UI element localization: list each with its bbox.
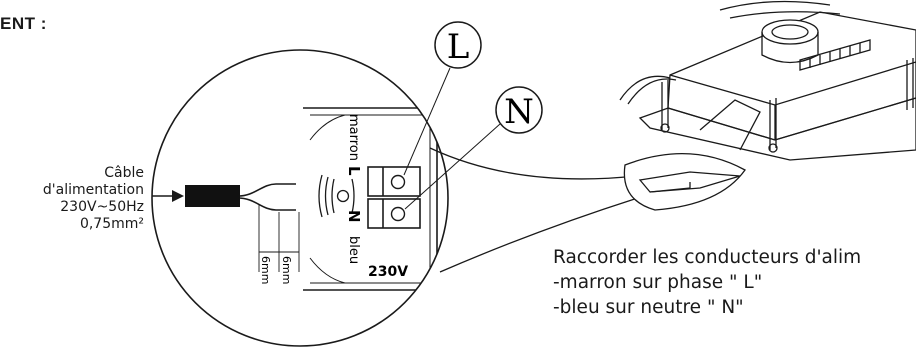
section-heading: ENT : bbox=[0, 14, 47, 33]
N-letter: N bbox=[345, 210, 363, 223]
power-cable bbox=[185, 185, 240, 207]
strip-length-1: 6mm bbox=[259, 256, 272, 284]
cable-label-line2: d'alimentation bbox=[42, 182, 144, 198]
blue-label: bleu bbox=[346, 236, 361, 264]
instructions-line3: -bleu sur neutre " N" bbox=[553, 297, 744, 318]
cable-label-line3: 230V~50Hz bbox=[60, 199, 144, 215]
instructions-line1: Raccorder les conducteurs d'alim bbox=[553, 247, 862, 268]
callout-L: L bbox=[447, 27, 470, 67]
L-letter: L bbox=[345, 166, 363, 176]
cable-label-line4: 0,75mm² bbox=[79, 216, 144, 232]
cable-label-line1: Câble bbox=[104, 165, 144, 181]
voltage-label: 230V bbox=[368, 264, 408, 280]
instructions-line2: -marron sur phase " L" bbox=[553, 272, 763, 293]
terminal-block bbox=[303, 107, 438, 291]
terminal-L bbox=[367, 166, 421, 197]
terminal-N bbox=[367, 198, 421, 229]
instructions-text: Raccorder les conducteurs d'alim -marron… bbox=[553, 245, 861, 320]
magnifier-circle bbox=[151, 49, 449, 347]
callout-L-circle bbox=[434, 21, 482, 69]
callout-N-circle bbox=[495, 86, 543, 134]
heater-device bbox=[619, 0, 916, 211]
brown-label: marron bbox=[346, 114, 361, 161]
callout-N: N bbox=[504, 92, 534, 132]
strip-length-2: 6mm bbox=[280, 256, 293, 284]
cable-label: Câble d'alimentation 230V~50Hz 0,75mm² bbox=[43, 165, 144, 233]
arrow-icon bbox=[172, 190, 184, 202]
